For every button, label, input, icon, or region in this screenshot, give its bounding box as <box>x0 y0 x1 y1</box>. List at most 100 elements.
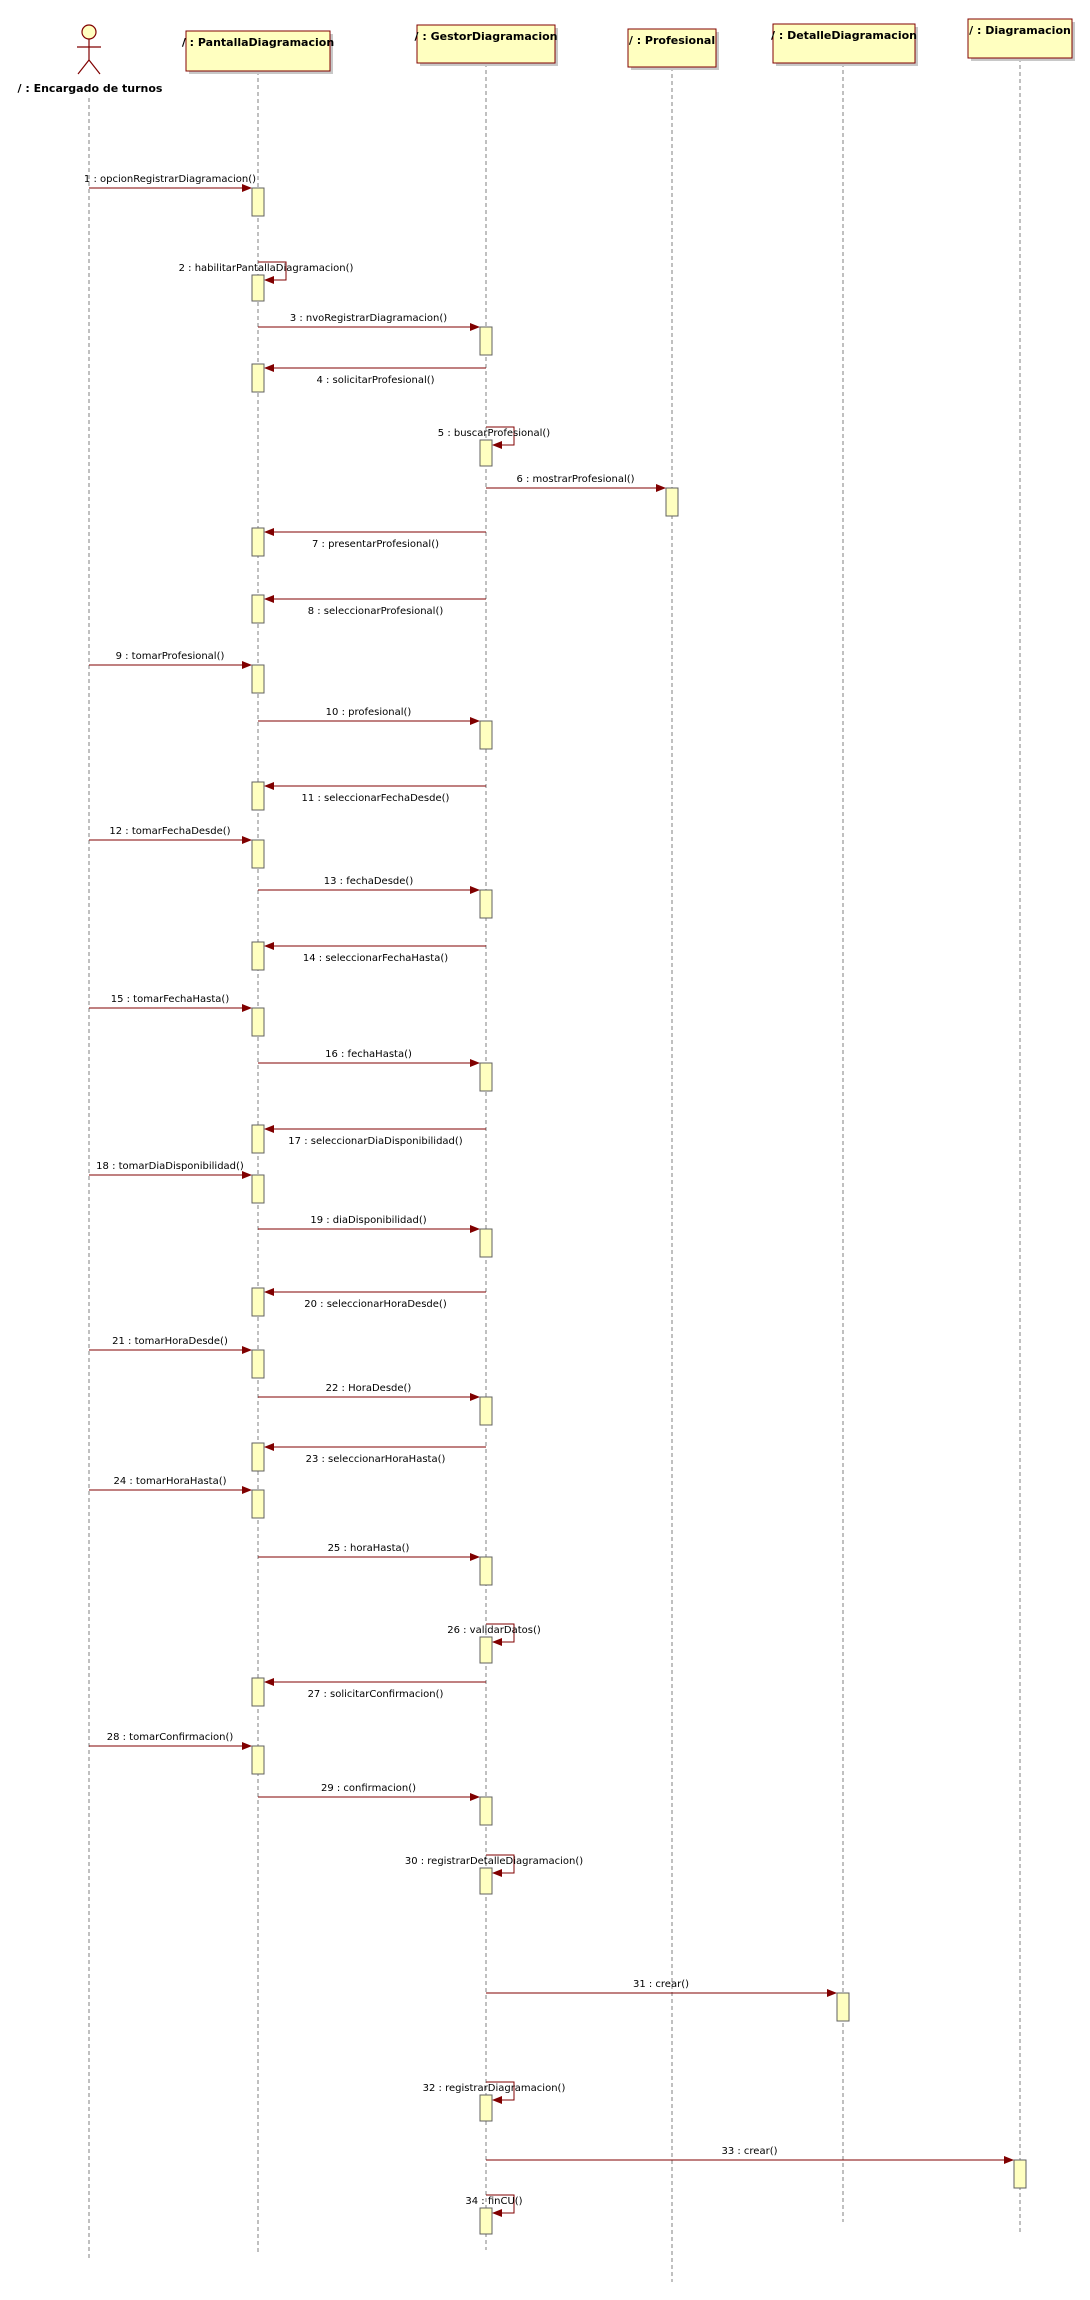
message-label: 25 : horaHasta() <box>328 1543 410 1554</box>
object-detalle[interactable]: / : DetalleDiagramacion <box>771 23 918 66</box>
object-label: / : Diagramacion <box>969 24 1071 37</box>
message-32[interactable]: 32 : registrarDiagramacion() <box>423 2081 566 2104</box>
object-box <box>967 18 1073 59</box>
message-label: 24 : tomarHoraHasta() <box>113 1476 226 1487</box>
message-14[interactable]: 14 : seleccionarFechaHasta() <box>264 942 486 964</box>
activation-bar <box>479 1636 493 1664</box>
message-26[interactable]: 26 : validarDatos() <box>447 1623 541 1646</box>
activation-bar <box>251 941 265 971</box>
message-11[interactable]: 11 : seleccionarFechaDesde() <box>264 782 486 804</box>
message-5[interactable]: 5 : buscarProfesional() <box>438 426 551 449</box>
self-message-arrow <box>486 1854 515 1877</box>
message-label: 2 : habilitarPantallaDiagramacion() <box>179 263 354 274</box>
activation-bar <box>479 1867 493 1895</box>
message-10[interactable]: 10 : profesional() <box>258 707 480 725</box>
activation-bar <box>251 1174 265 1204</box>
activation-bar <box>479 1228 493 1258</box>
object-label: / : GestorDiagramacion <box>415 30 558 43</box>
activation-bar <box>251 187 265 217</box>
message-4[interactable]: 4 : solicitarProfesional() <box>264 364 486 386</box>
self-message-arrow <box>486 2081 515 2104</box>
activation-bar <box>1013 2159 1027 2189</box>
activation-bar <box>479 1062 493 1092</box>
message-1[interactable]: 1 : opcionRegistrarDiagramacion() <box>84 174 256 192</box>
object-box <box>772 23 916 64</box>
message-label: 29 : confirmacion() <box>321 1783 416 1794</box>
activation-bar <box>479 2207 493 2235</box>
message-22[interactable]: 22 : HoraDesde() <box>258 1383 480 1401</box>
message-21[interactable]: 21 : tomarHoraDesde() <box>89 1336 252 1354</box>
self-message-arrow <box>486 1623 515 1646</box>
message-13[interactable]: 13 : fechaDesde() <box>258 876 480 894</box>
message-12[interactable]: 12 : tomarFechaDesde() <box>89 826 252 844</box>
message-27[interactable]: 27 : solicitarConfirmacion() <box>264 1678 486 1700</box>
message-3[interactable]: 3 : nvoRegistrarDiagramacion() <box>258 313 480 331</box>
message-23[interactable]: 23 : seleccionarHoraHasta() <box>264 1443 486 1465</box>
activation-bar <box>479 889 493 919</box>
activation-bar <box>479 1796 493 1826</box>
activation-bar <box>251 1007 265 1037</box>
message-7[interactable]: 7 : presentarProfesional() <box>264 528 486 550</box>
message-29[interactable]: 29 : confirmacion() <box>258 1783 480 1801</box>
activation-bar <box>479 439 493 467</box>
object-box <box>416 24 556 64</box>
message-label: 9 : tomarProfesional() <box>116 651 225 662</box>
message-2[interactable]: 2 : habilitarPantallaDiagramacion() <box>179 261 354 284</box>
message-24[interactable]: 24 : tomarHoraHasta() <box>89 1476 252 1494</box>
message-19[interactable]: 19 : diaDisponibilidad() <box>258 1215 480 1233</box>
self-message-arrow <box>486 426 515 449</box>
message-label: 15 : tomarFechaHasta() <box>111 994 230 1005</box>
stick-figure-icon <box>77 24 101 75</box>
object-label: / : DetalleDiagramacion <box>771 29 917 42</box>
activation-bar <box>251 1489 265 1519</box>
message-label: 22 : HoraDesde() <box>326 1383 412 1394</box>
message-label: 4 : solicitarProfesional() <box>316 375 434 386</box>
message-20[interactable]: 20 : seleccionarHoraDesde() <box>264 1288 486 1310</box>
message-31[interactable]: 31 : crear() <box>486 1979 837 1997</box>
message-label: 28 : tomarConfirmacion() <box>107 1732 234 1743</box>
activation-bar <box>251 1677 265 1707</box>
message-label: 17 : seleccionarDiaDisponibilidad() <box>288 1136 462 1147</box>
actor-encargado[interactable]: / : Encargado de turnos <box>18 24 163 95</box>
message-label: 20 : seleccionarHoraDesde() <box>304 1299 447 1310</box>
activation-bar <box>251 1124 265 1154</box>
message-label: 32 : registrarDiagramacion() <box>423 2083 566 2094</box>
activation-bar <box>479 1396 493 1426</box>
message-8[interactable]: 8 : seleccionarProfesional() <box>264 595 486 617</box>
message-16[interactable]: 16 : fechaHasta() <box>258 1049 480 1067</box>
message-6[interactable]: 6 : mostrarProfesional() <box>486 474 666 492</box>
message-label: 11 : seleccionarFechaDesde() <box>302 793 450 804</box>
message-label: 12 : tomarFechaDesde() <box>109 826 230 837</box>
message-28[interactable]: 28 : tomarConfirmacion() <box>89 1732 252 1750</box>
message-25[interactable]: 25 : horaHasta() <box>258 1543 480 1561</box>
message-label: 26 : validarDatos() <box>447 1625 541 1636</box>
message-17[interactable]: 17 : seleccionarDiaDisponibilidad() <box>264 1125 486 1147</box>
activation-bar <box>479 1556 493 1586</box>
object-diagramacion[interactable]: / : Diagramacion <box>967 18 1075 61</box>
message-label: 10 : profesional() <box>326 707 412 718</box>
object-label: / : Profesional <box>629 34 715 47</box>
message-34[interactable]: 34 : finCU() <box>465 2194 523 2217</box>
message-label: 19 : diaDisponibilidad() <box>310 1215 426 1226</box>
message-15[interactable]: 15 : tomarFechaHasta() <box>89 994 252 1012</box>
object-headers: / : PantallaDiagramacion / : GestorDiagra… <box>182 18 1075 74</box>
activation-bar <box>251 527 265 557</box>
activation-bar <box>251 664 265 694</box>
object-profesional[interactable]: / : Profesional <box>627 28 719 70</box>
message-label: 5 : buscarProfesional() <box>438 428 551 439</box>
messages: 1 : opcionRegistrarDiagramacion() 2 : hab… <box>84 174 1014 2217</box>
message-label: 1 : opcionRegistrarDiagramacion() <box>84 174 256 185</box>
message-label: 13 : fechaDesde() <box>324 876 414 887</box>
message-18[interactable]: 18 : tomarDiaDisponibilidad() <box>89 1161 252 1179</box>
object-pantalla[interactable]: / : PantallaDiagramacion <box>182 30 334 74</box>
message-label: 14 : seleccionarFechaHasta() <box>303 953 448 964</box>
message-9[interactable]: 9 : tomarProfesional() <box>89 651 252 669</box>
object-box <box>185 30 331 72</box>
activation-bar <box>251 363 265 393</box>
message-33[interactable]: 33 : crear() <box>486 2146 1014 2164</box>
activation-bar <box>479 326 493 356</box>
message-30[interactable]: 30 : registrarDetalleDiagramacion() <box>405 1854 583 1877</box>
message-label: 6 : mostrarProfesional() <box>516 474 634 485</box>
object-gestor[interactable]: / : GestorDiagramacion <box>415 24 558 66</box>
